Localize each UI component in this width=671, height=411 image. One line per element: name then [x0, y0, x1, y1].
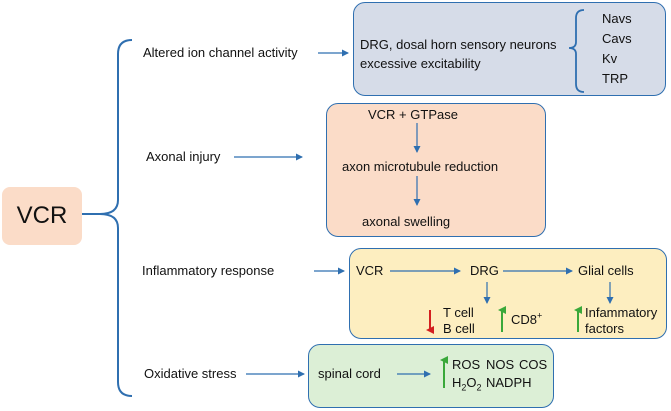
main-brace	[99, 39, 133, 397]
inflam-glial: Glial cells	[578, 263, 634, 278]
channel-kv: Kv	[602, 51, 618, 66]
axonal-step-2: axon microtubule reduction	[342, 159, 499, 174]
branch-label-axonal: Axonal injury	[146, 149, 221, 164]
oxidative-box	[308, 344, 554, 408]
oxid-ros: ROS	[452, 357, 481, 372]
oxid-h2o2: H2O2	[452, 375, 482, 393]
ion-box-line1: DRG, dosal horn sensory neurons	[360, 37, 557, 52]
vcr-root-label: VCR	[16, 202, 68, 229]
axonal-step-3: axonal swelling	[362, 214, 451, 229]
ion-channel-box	[353, 2, 666, 96]
vcr-root-node: VCR	[2, 187, 82, 245]
axonal-injury-box	[326, 103, 546, 237]
axonal-step-1: VCR + GTPase	[368, 107, 458, 122]
inflam-factors-line2: factors	[585, 321, 625, 336]
inflam-vcr: VCR	[356, 263, 384, 278]
inflammatory-box	[349, 248, 667, 339]
channel-cavs: Cavs	[602, 31, 632, 46]
channel-trp: TRP	[602, 71, 628, 86]
oxid-nos: NOS	[486, 357, 515, 372]
branch-label-ion: Altered ion channel activity	[143, 45, 298, 60]
channel-brace	[568, 9, 585, 93]
oxid-nadph: NADPH	[486, 375, 532, 390]
oxid-cos: COS	[519, 357, 548, 372]
branch-label-oxidative: Oxidative stress	[144, 366, 237, 381]
ion-box-line2: excessive excitability	[360, 56, 481, 71]
oxid-source: spinal cord	[318, 366, 381, 381]
inflam-bcell: B cell	[443, 321, 475, 336]
inflam-tcell: T cell	[443, 305, 474, 320]
inflam-cd8: CD8+	[511, 310, 543, 327]
inflam-drg: DRG	[470, 263, 499, 278]
branch-label-inflammatory: Inflammatory response	[142, 263, 275, 278]
channel-navs: Navs	[602, 11, 632, 26]
inflam-factors-line1: Infammatory	[585, 305, 658, 320]
